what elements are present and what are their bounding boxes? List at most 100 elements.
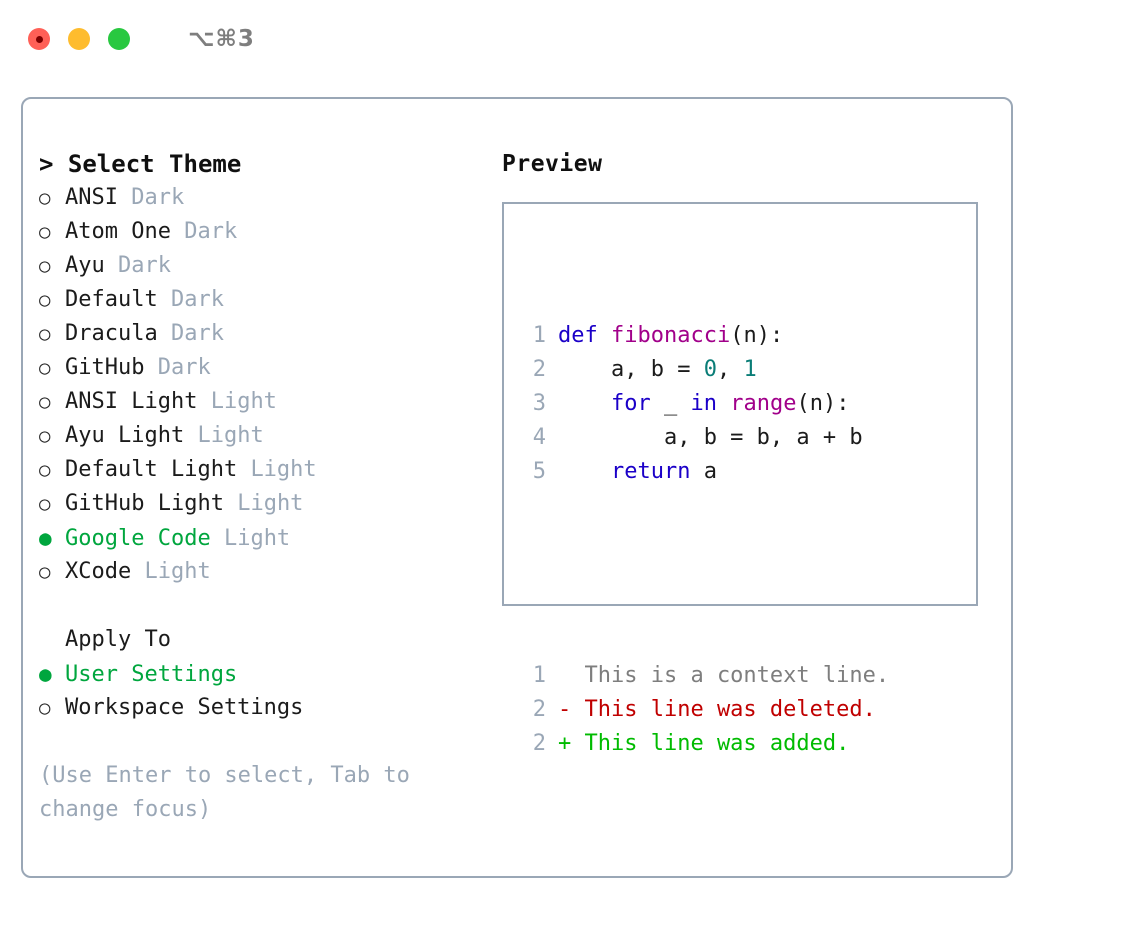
theme-variant-tag: Dark <box>184 219 238 244</box>
radio-unselected-icon: ○ <box>39 323 51 345</box>
spacer <box>39 589 489 623</box>
label-gap <box>211 522 224 556</box>
diff-line: 2- This line was deleted. <box>520 693 889 727</box>
code-token-plain: (n): <box>796 391 850 416</box>
label-gap <box>158 283 171 317</box>
code-token-plain: , <box>716 357 744 382</box>
select-theme-heading: > Select Theme <box>39 150 242 178</box>
label-gap <box>144 351 157 385</box>
code-token-kw: for <box>610 391 651 416</box>
apply-to-option-label: Workspace Settings <box>65 695 304 720</box>
theme-option-dracula[interactable]: ○Dracula Dark <box>39 317 489 351</box>
code-token-add: + This line was added. <box>558 731 850 756</box>
line-number: 4 <box>532 425 546 450</box>
theme-variant-tag: Dark <box>157 355 211 380</box>
radio-unselected-icon: ○ <box>39 255 51 277</box>
diff-line: 1 This is a context line. <box>520 659 889 693</box>
keyboard-shortcut-label: ⌥⌘3 <box>188 26 255 52</box>
theme-option-list: ○ANSI Dark○Atom One Dark○Ayu Dark○Defaul… <box>39 181 489 589</box>
traffic-light-buttons <box>28 28 130 50</box>
line-number: 2 <box>532 357 546 382</box>
diff-block: 1 This is a context line.2- This line wa… <box>520 659 889 761</box>
radio-unselected-icon: ○ <box>39 459 51 481</box>
radio-selected-icon: ● <box>39 526 52 550</box>
theme-option-ansi[interactable]: ○ANSI Dark <box>39 181 489 215</box>
theme-variant-tag: Dark <box>131 185 185 210</box>
radio-unselected-icon: ○ <box>39 187 51 209</box>
label-gap <box>118 181 131 215</box>
label-gap <box>197 385 210 419</box>
theme-option-label: Default <box>65 287 158 312</box>
preview-heading: Preview <box>502 151 603 177</box>
line-number: 5 <box>532 459 546 484</box>
theme-option-ansi-light[interactable]: ○ANSI Light Light <box>39 385 489 419</box>
theme-option-label: Default Light <box>65 457 238 482</box>
theme-variant-tag: Light <box>223 526 291 551</box>
theme-option-ayu[interactable]: ○ Ayu Dark <box>39 249 489 283</box>
code-token-plain: _ <box>650 391 691 416</box>
code-token-plain: a, b = b, a + b <box>558 425 863 450</box>
code-token-ctx: This is a context line. <box>558 663 890 688</box>
code-token-plain: (n): <box>730 323 784 348</box>
apply-to-option-list: ●User Settings ○ Workspace Settings <box>39 657 489 725</box>
apply-to-heading: Apply To <box>65 627 171 652</box>
code-diff-spacer <box>520 557 889 591</box>
code-line: 4 a, b = b, a + b <box>520 421 889 455</box>
theme-variant-tag: Light <box>144 559 211 584</box>
label-gap <box>171 215 184 249</box>
code-token-plain: a, b = <box>558 357 704 382</box>
minimize-button-icon[interactable] <box>68 28 90 50</box>
radio-unselected-icon: ○ <box>39 425 51 447</box>
theme-variant-tag: Light <box>197 423 264 448</box>
main-panel: > Select Theme ○ANSI Dark○Atom One Dark○… <box>21 97 1013 878</box>
label-gap <box>224 487 237 521</box>
theme-option-label: ANSI Light <box>65 389 198 414</box>
theme-option-label: Ayu <box>65 253 105 278</box>
code-token-num: 1 <box>743 357 757 382</box>
code-token-kw: in <box>690 391 717 416</box>
theme-option-ayu-light[interactable]: ○ Ayu Light Light <box>39 419 489 453</box>
theme-option-label: Ayu Light <box>65 423 185 448</box>
label-gap <box>237 453 250 487</box>
code-line: 2 a, b = 0, 1 <box>520 353 889 387</box>
radio-unselected-icon: ○ <box>39 289 51 311</box>
theme-variant-tag: Light <box>237 491 304 516</box>
theme-option-github[interactable]: ○GitHub Dark <box>39 351 489 385</box>
apply-to-option-workspace-settings[interactable]: ○ Workspace Settings <box>39 691 489 725</box>
apply-to-option-label: User Settings <box>65 662 238 687</box>
line-number: 1 <box>532 323 546 348</box>
theme-selection-column: > Select Theme ○ANSI Dark○Atom One Dark○… <box>39 147 489 827</box>
apply-to-option-user-settings[interactable]: ●User Settings <box>39 657 489 691</box>
line-number: 2 <box>532 731 546 756</box>
code-token-plain <box>717 391 730 416</box>
label-gap <box>184 419 197 453</box>
line-number: 3 <box>532 391 546 416</box>
theme-option-xcode[interactable]: ○XCode Light <box>39 555 489 589</box>
code-token-plain <box>558 459 611 484</box>
code-token-plain <box>558 391 611 416</box>
code-token-del: - This line was deleted. <box>558 697 876 722</box>
theme-variant-tag: Dark <box>118 253 171 278</box>
radio-unselected-icon: ○ <box>39 221 51 243</box>
code-line: 5 return a <box>520 455 889 489</box>
close-button-icon[interactable] <box>28 28 50 50</box>
keyboard-hint-text: (Use Enter to select, Tab to change focu… <box>39 763 410 822</box>
theme-option-github-light[interactable]: ○GitHub Light Light <box>39 487 489 521</box>
title-bar: ⌥⌘3 <box>0 0 1140 78</box>
theme-option-atom-one[interactable]: ○Atom One Dark <box>39 215 489 249</box>
code-token-plain: a <box>690 459 717 484</box>
label-gap <box>105 249 118 283</box>
radio-unselected-icon: ○ <box>39 357 51 379</box>
theme-option-default[interactable]: ○Default Dark <box>39 283 489 317</box>
zoom-button-icon[interactable] <box>108 28 130 50</box>
radio-unselected-icon: ○ <box>39 391 51 413</box>
theme-option-google-code[interactable]: ●Google Code Light <box>39 521 489 555</box>
radio-unselected-icon: ○ <box>39 697 51 719</box>
theme-option-default-light[interactable]: ○Default Light Light <box>39 453 489 487</box>
code-token-kw: return <box>610 459 691 484</box>
